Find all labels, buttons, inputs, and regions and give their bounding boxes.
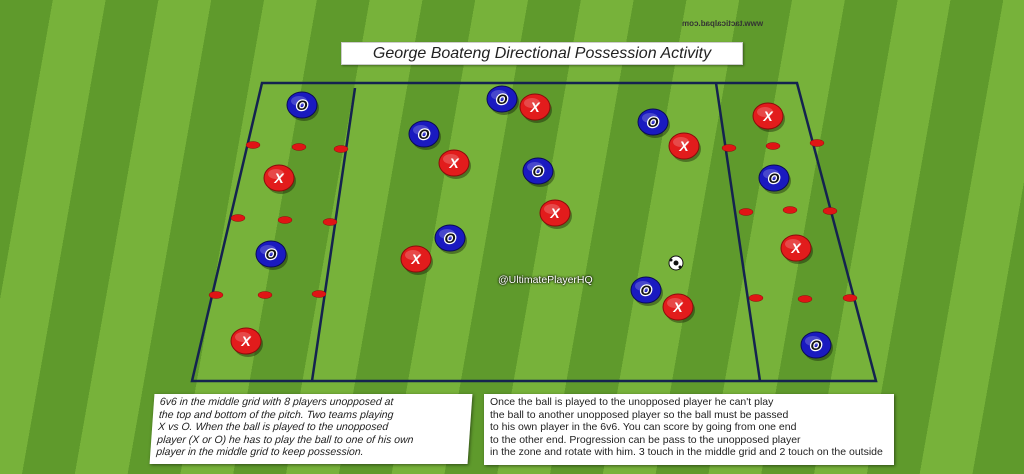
player-label: O bbox=[266, 246, 277, 262]
player-o: O bbox=[630, 276, 663, 306]
cone-marker bbox=[748, 294, 764, 302]
cone-marker bbox=[721, 144, 737, 152]
player-label: X bbox=[790, 240, 802, 256]
pitch-outline bbox=[190, 81, 878, 383]
page-title: George Boateng Directional Possession Ac… bbox=[341, 42, 743, 65]
cone-marker bbox=[797, 295, 813, 303]
player-label: O bbox=[533, 163, 544, 179]
ball-icon bbox=[668, 255, 684, 271]
player-x: X bbox=[780, 234, 813, 264]
player-x: X bbox=[519, 93, 552, 123]
description-left: 6v6 in the middle grid with 8 players un… bbox=[149, 394, 473, 464]
cone-marker bbox=[333, 145, 349, 153]
text-line: in the zone and rotate with him. 3 touch… bbox=[490, 446, 883, 458]
cone-marker bbox=[245, 141, 261, 149]
cone-marker bbox=[322, 218, 338, 226]
player-label: O bbox=[811, 337, 822, 353]
player-x: X bbox=[438, 149, 471, 179]
player-label: O bbox=[641, 282, 652, 298]
cone-marker bbox=[765, 142, 781, 150]
cone-marker bbox=[291, 143, 307, 151]
player-o: O bbox=[286, 91, 319, 121]
player-label: O bbox=[419, 126, 430, 142]
player-o: O bbox=[408, 120, 441, 150]
watermark: www.tacticalpad.com bbox=[682, 19, 764, 28]
player-label: X bbox=[529, 99, 541, 115]
text-line: the ball to another unopposed player so … bbox=[490, 408, 789, 421]
text-line: X vs O. When the ball is played to the u… bbox=[157, 421, 389, 433]
player-x: X bbox=[263, 164, 296, 194]
player-label: X bbox=[549, 205, 561, 221]
player-o: O bbox=[800, 331, 833, 361]
text-line: to his own player in the 6v6. You can sc… bbox=[490, 421, 797, 433]
cone-marker bbox=[311, 290, 327, 298]
player-label: X bbox=[240, 333, 252, 349]
player-o: O bbox=[758, 164, 791, 194]
cone-marker bbox=[782, 206, 798, 214]
player-o: O bbox=[255, 240, 288, 270]
player-x: X bbox=[668, 132, 701, 162]
player-o: O bbox=[434, 224, 467, 254]
player-o: O bbox=[522, 157, 555, 187]
cone-marker bbox=[208, 291, 224, 299]
player-label: O bbox=[769, 170, 780, 186]
text-line: the top and bottom of the pitch. Two tea… bbox=[158, 408, 394, 421]
player-label: X bbox=[410, 251, 422, 267]
cone-marker bbox=[257, 291, 273, 299]
player-label: O bbox=[445, 230, 456, 246]
cone-marker bbox=[822, 207, 838, 215]
player-x: X bbox=[230, 327, 263, 357]
text-line: Once the ball is played to the unopposed… bbox=[490, 396, 774, 408]
cone-marker bbox=[842, 294, 858, 302]
player-label: X bbox=[672, 299, 684, 315]
cone-marker bbox=[809, 139, 825, 147]
player-label: O bbox=[497, 91, 508, 107]
player-x: X bbox=[400, 245, 433, 275]
author-handle: @UltimatePlayerHQ bbox=[498, 274, 593, 286]
left-zone-line bbox=[310, 87, 357, 382]
cone-marker bbox=[738, 208, 754, 216]
player-o: O bbox=[637, 108, 670, 138]
player-x: X bbox=[752, 102, 785, 132]
text-line: player in the middle grid to keep posses… bbox=[155, 446, 365, 458]
player-x: X bbox=[662, 293, 695, 323]
text-line: player (X or O) he has to play the ball … bbox=[156, 433, 414, 446]
right-zone-line bbox=[714, 82, 762, 382]
cone-marker bbox=[277, 216, 293, 224]
player-label: X bbox=[273, 170, 285, 186]
description-right: Once the ball is played to the unopposed… bbox=[484, 394, 894, 465]
player-label: O bbox=[648, 114, 659, 130]
player-label: O bbox=[297, 97, 308, 113]
text-line: to the other end. Progression can be pas… bbox=[490, 433, 801, 446]
player-label: X bbox=[762, 108, 774, 124]
text-line: 6v6 in the middle grid with 8 players un… bbox=[159, 396, 394, 408]
player-x: X bbox=[539, 199, 572, 229]
player-label: X bbox=[448, 155, 460, 171]
cone-marker bbox=[230, 214, 246, 222]
player-label: X bbox=[678, 138, 690, 154]
player-o: O bbox=[486, 85, 519, 115]
